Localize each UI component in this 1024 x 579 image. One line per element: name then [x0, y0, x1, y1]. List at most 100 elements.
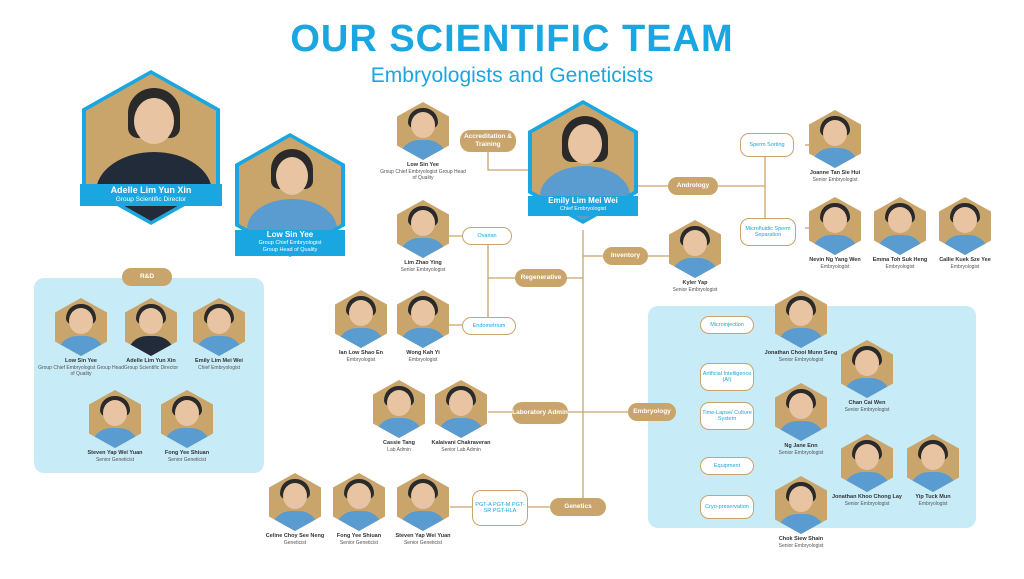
group-chief-name: Low Sin Yee: [266, 230, 314, 239]
person-photo: [775, 476, 827, 534]
sub-cryo: Cryo-preservation: [700, 495, 754, 519]
person-name: Adelle Lim Yun Xin: [126, 358, 176, 364]
person-role: Senior Geneticist: [339, 540, 379, 546]
node-inventory: Inventory: [603, 247, 648, 265]
person-role: Embryologist: [950, 264, 980, 270]
person-photo: [397, 200, 449, 258]
person-role: Group Chief Embryologist Group Head of Q…: [38, 365, 124, 377]
person-name: Low Sin Yee: [407, 162, 439, 168]
person-role: Embryologist: [885, 264, 915, 270]
person-name: Wong Kah Yi: [406, 350, 440, 356]
person-card: Emma Toh Suk Heng Embryologist: [855, 197, 945, 270]
node-embryology: Embryology: [628, 403, 676, 421]
person-photo: [669, 220, 721, 278]
person-role: Geneticist: [283, 540, 307, 546]
person-name: Celine Choy See Neng: [265, 533, 325, 539]
node-andrology: Andrology: [668, 177, 718, 195]
person-photo: [125, 298, 177, 356]
person-card: Callie Kuek Sze Yee Embryologist: [920, 197, 1010, 270]
node-lab-admin: Laboratory Admin: [512, 402, 568, 424]
director-name: Adelle Lim Yun Xin: [110, 185, 192, 195]
person-role: Senior Geneticist: [403, 540, 443, 546]
person-role: Group Chief Embryologist Group Head of Q…: [380, 169, 466, 181]
person-photo: [841, 434, 893, 492]
person-photo: [89, 390, 141, 448]
person-role: Embryologist: [408, 357, 438, 363]
person-card: Adelle Lim Yun Xin Group Scientific Dire…: [106, 298, 196, 371]
person-role: Senior Lab Admin: [441, 447, 481, 453]
person-name: Kalaivani Chakraveran: [431, 440, 491, 446]
chief-name: Emily Lim Mei Wei: [548, 196, 618, 205]
person-name: Fong Yee Shiuan: [336, 533, 382, 539]
person-name: Jonathan Chooi Munn Seng: [764, 350, 838, 356]
person-name: Cassie Tang: [383, 440, 415, 446]
person-card: Jonathan Chooi Munn Seng Senior Embryolo…: [756, 290, 846, 363]
person-photo: [939, 197, 991, 255]
person-role: Senior Embryologist: [672, 287, 718, 293]
director-role: Group Scientific Director: [115, 196, 187, 203]
node-rnd: R&D: [122, 268, 172, 286]
person-card: Joanne Tan Sie Hui Senior Embryologist: [790, 110, 880, 183]
chief-role: Chief Embryologist: [559, 206, 607, 212]
person-card: Ian Low Shao En Embryologist: [316, 290, 406, 363]
node-regenerative: Regenerative: [515, 269, 567, 287]
person-role: Senior Embryologist: [844, 501, 890, 507]
sub-endometrium: Endometrium: [462, 317, 516, 335]
person-card: Jonathan Khoo Chong Lay Senior Embryolog…: [822, 434, 912, 507]
person-photo: [397, 473, 449, 531]
person-photo: [809, 110, 861, 168]
sub-equipment: Equipment: [700, 457, 754, 475]
page-title: OUR SCIENTIFIC TEAM: [290, 18, 734, 60]
chief-banner: Emily Lim Mei Wei Chief Embryologist: [528, 196, 638, 216]
person-card: Celine Choy See Neng Geneticist: [250, 473, 340, 546]
person-role: Senior Embryologist: [778, 543, 824, 549]
person-card: Ng Jane Enn Senior Embryologist: [756, 383, 846, 456]
group-chief-role2: Group Head of Quality: [262, 247, 318, 253]
person-name: Emily Lim Mei Wei: [195, 358, 243, 364]
person-card: Low Sin Yee Group Chief Embryologist Gro…: [378, 102, 468, 181]
sub-ovarian: Ovarian: [462, 227, 512, 245]
sub-microfluidic: Microfluidic Sperm Separation: [740, 218, 796, 246]
person-name: Yip Tuck Mun: [915, 494, 951, 500]
person-role: Senior Geneticist: [95, 457, 135, 463]
person-role: Embryologist: [346, 357, 376, 363]
person-name: Ian Low Shao En: [338, 350, 383, 356]
person-name: Chan Cai Wen: [848, 400, 886, 406]
person-photo: [907, 434, 959, 492]
person-card: Chok Siew Shain Senior Embryologist: [756, 476, 846, 549]
person-name: Ng Jane Enn: [784, 443, 818, 449]
person-role: Senior Geneticist: [167, 457, 207, 463]
person-name: Kyler Yap: [682, 280, 708, 286]
person-card: Nevin Ng Yang Wen Embryologist: [790, 197, 880, 270]
person-role: Senior Embryologist: [844, 407, 890, 413]
person-card: Chan Cai Wen Senior Embryologist: [822, 340, 912, 413]
sub-microinjection: Microinjection: [700, 316, 754, 334]
person-card: Kalaivani Chakraveran Senior Lab Admin: [416, 380, 506, 453]
person-card: Emily Lim Mei Wei Chief Embryologist: [174, 298, 264, 371]
person-card: Steven Yap Wei Yuan Senior Geneticist: [378, 473, 468, 546]
person-card: Yip Tuck Mun Embryologist: [888, 434, 978, 507]
person-card: Low Sin Yee Group Chief Embryologist Gro…: [36, 298, 126, 377]
person-role: Senior Embryologist: [778, 357, 824, 363]
person-photo: [161, 390, 213, 448]
person-name: Chok Siew Shain: [778, 536, 824, 542]
director-banner: Adelle Lim Yun Xin Group Scientific Dire…: [80, 184, 222, 206]
node-accreditation: Accreditation & Training: [460, 130, 516, 152]
person-photo: [397, 102, 449, 160]
person-card: Lim Zhao Ying Senior Embryologist: [378, 200, 468, 273]
person-card: Fong Yee Shiuan Senior Geneticist: [142, 390, 232, 463]
node-genetics: Genetics: [550, 498, 606, 516]
person-role: Senior Embryologist: [778, 450, 824, 456]
group-chief-role1: Group Chief Embryologist: [258, 240, 322, 246]
person-photo: [809, 197, 861, 255]
sub-sperm-sorting: Sperm Sorting: [740, 133, 794, 157]
person-role: Chief Embryologist: [198, 365, 240, 371]
person-name: Joanne Tan Sie Hui: [809, 170, 861, 176]
person-name: Steven Yap Wei Yuan: [395, 533, 451, 539]
person-name: Emma Toh Suk Heng: [872, 257, 928, 263]
person-role: Senior Embryologist: [400, 267, 446, 273]
person-card: Steven Yap Wei Yuan Senior Geneticist: [70, 390, 160, 463]
person-name: Low Sin Yee: [65, 358, 97, 364]
person-card: Wong Kah Yi Embryologist: [378, 290, 468, 363]
person-photo: [841, 340, 893, 398]
